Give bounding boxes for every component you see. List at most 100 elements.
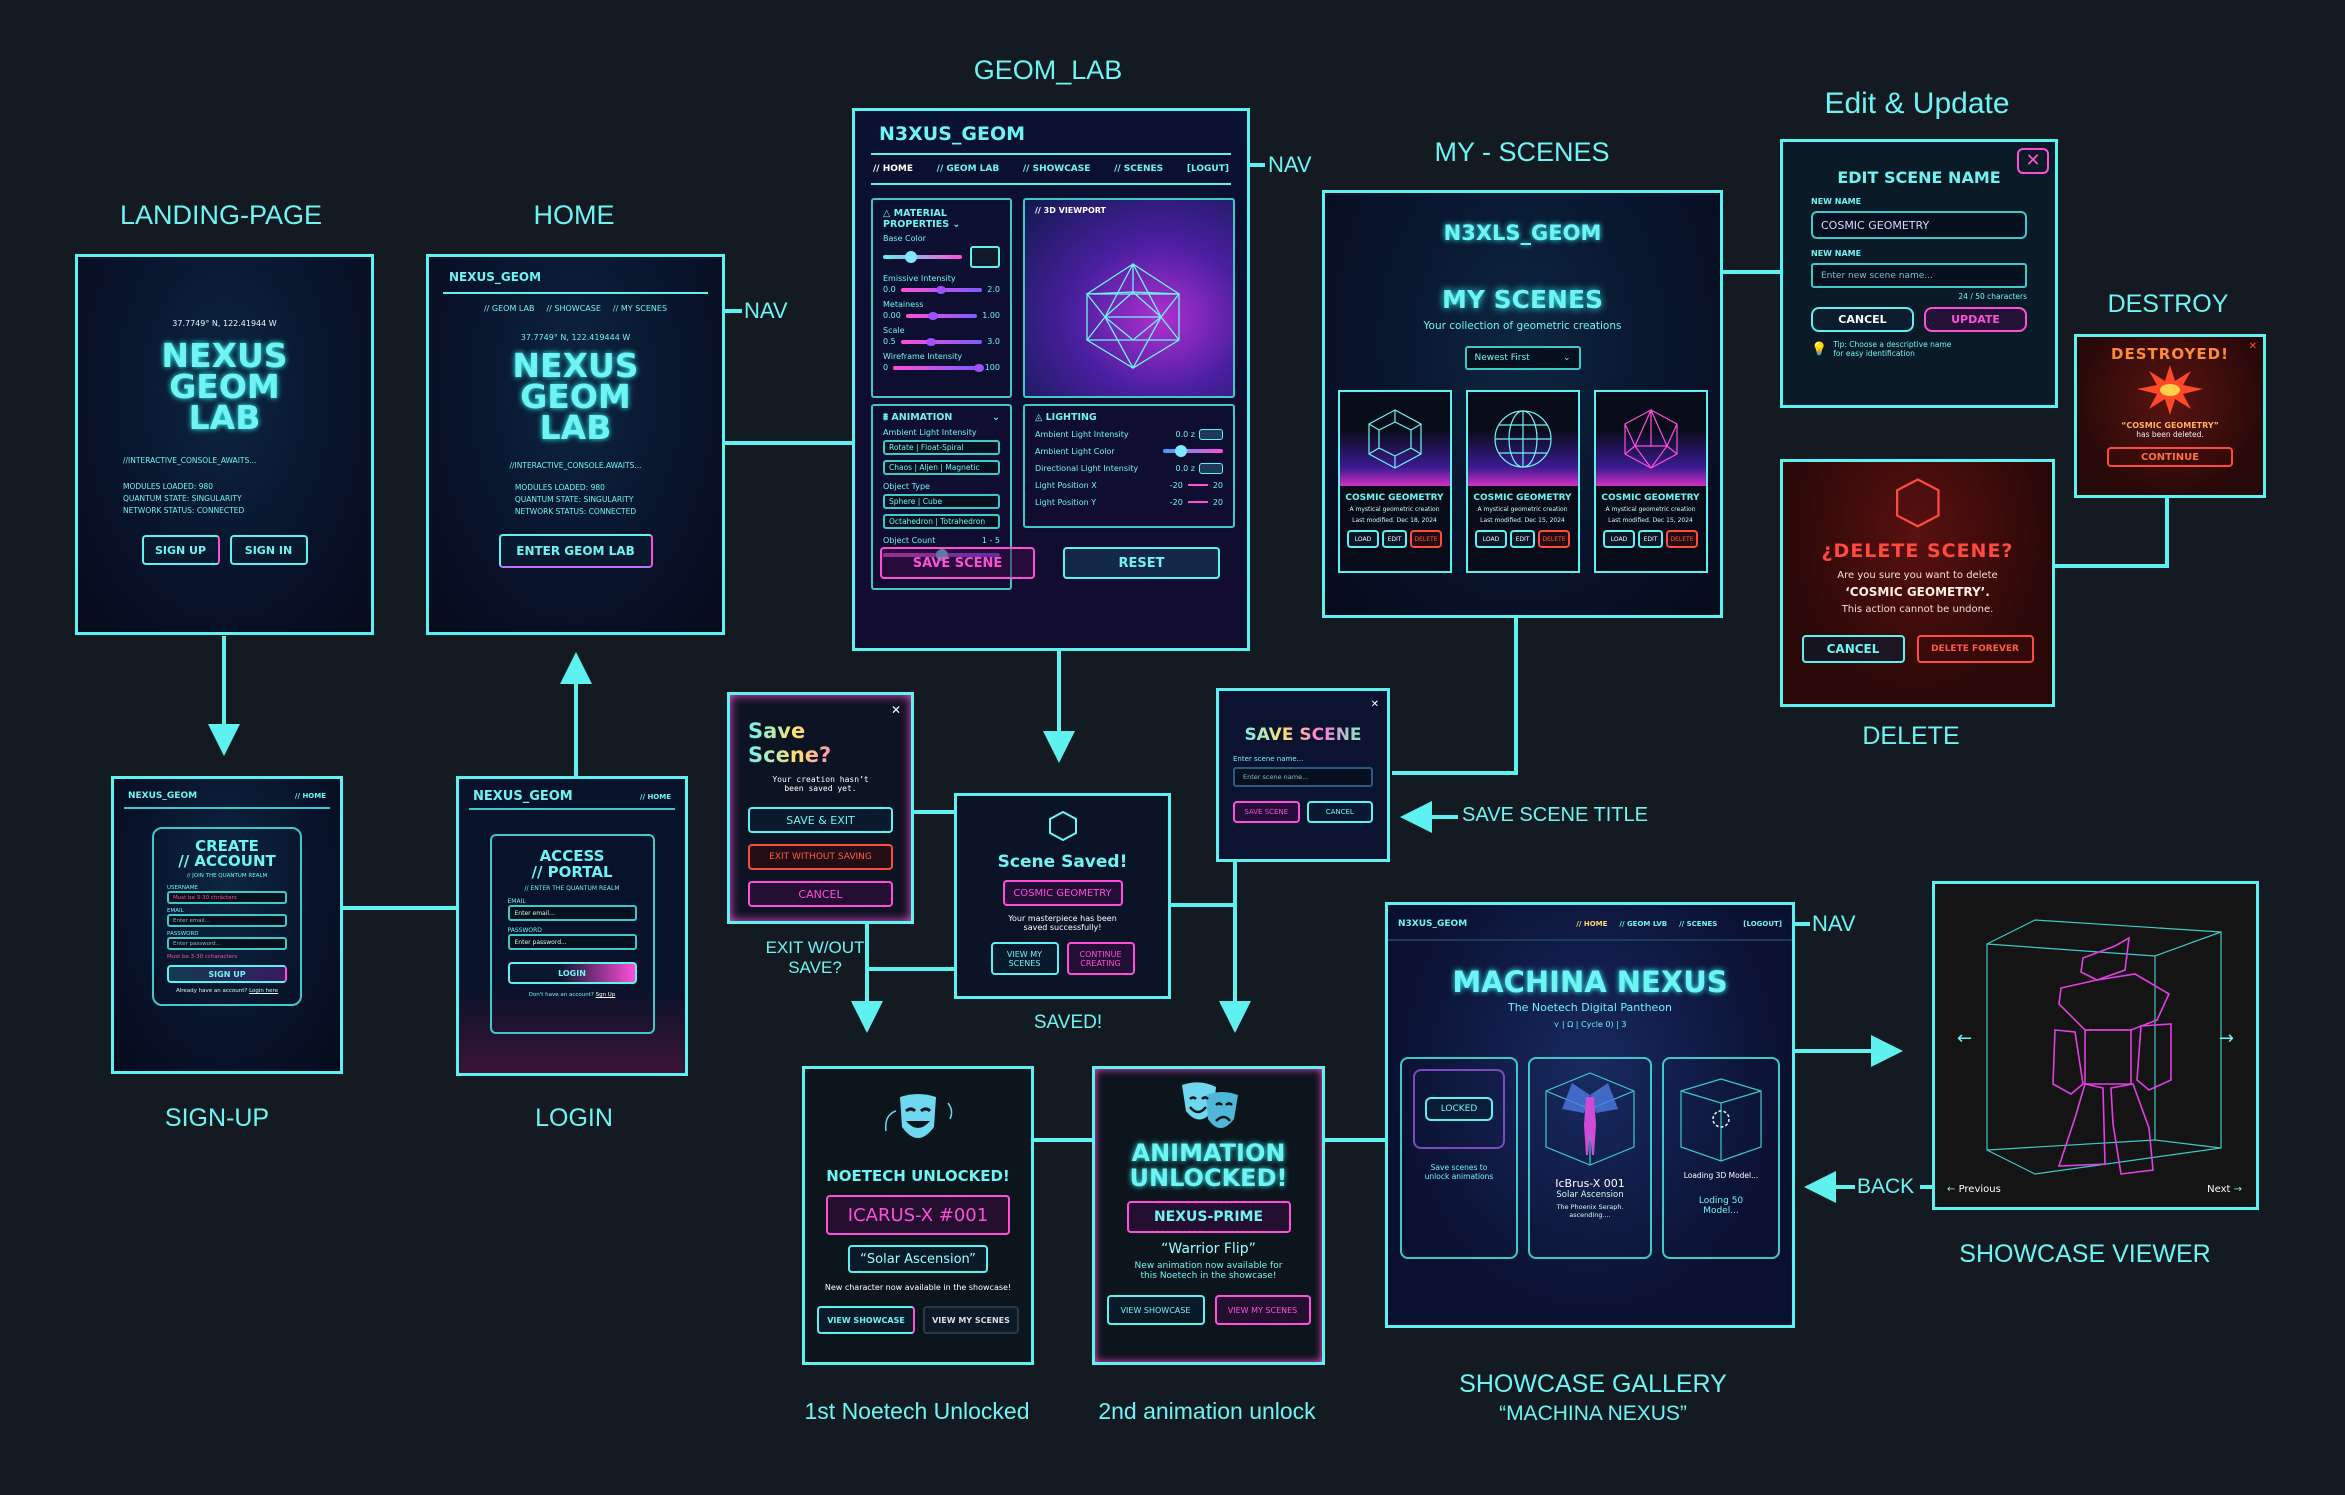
login-button[interactable]: LOGIN bbox=[507, 962, 637, 984]
base-color-slider[interactable] bbox=[883, 251, 962, 263]
sign-up-link[interactable]: Sgn Up bbox=[595, 992, 616, 998]
tip-text: Tip: Choose a descriptive name bbox=[1833, 340, 1952, 349]
object-type-options[interactable]: Octahedron | Totrahedron bbox=[883, 514, 1000, 529]
animation-options[interactable]: Chaos | Aljen | Magnetic bbox=[883, 460, 1000, 475]
nav-home[interactable]: // HOME bbox=[294, 792, 326, 800]
delete-button[interactable]: DELETE bbox=[1666, 530, 1698, 548]
animation-select[interactable]: Rotate | Float-Spiral bbox=[883, 440, 1000, 455]
slider-thumb[interactable] bbox=[935, 285, 946, 294]
save-scene-button[interactable]: SAVE SCENE bbox=[1233, 801, 1300, 823]
scene-name-input[interactable]: Enter scene name... bbox=[1233, 767, 1373, 787]
nav-showcase[interactable]: // SHOWCASE bbox=[546, 304, 601, 313]
password-input[interactable]: Enter password... bbox=[167, 937, 287, 950]
delete-button[interactable]: DELETE bbox=[1538, 530, 1570, 548]
value-input[interactable] bbox=[1199, 462, 1223, 474]
nav-logout[interactable]: [LOGUT] bbox=[1186, 164, 1229, 174]
view-my-scenes-button[interactable]: VIEW MY SCENES bbox=[1214, 1295, 1311, 1325]
delete-scene-dialog: ¿DELETE SCENE? Are you sure you want to … bbox=[1780, 459, 2055, 707]
close-icon[interactable]: ✕ bbox=[890, 703, 901, 717]
username-input[interactable]: Must be 3-30 chrácters bbox=[167, 891, 287, 904]
enter-geom-lab-button[interactable]: ENTER GEOM LAB bbox=[498, 534, 653, 568]
load-button[interactable]: LOAD bbox=[1475, 530, 1507, 548]
nav-scenes[interactable]: // SCENES bbox=[1114, 164, 1164, 174]
property-slider[interactable] bbox=[900, 337, 983, 346]
load-button[interactable]: LOAD bbox=[1347, 530, 1379, 548]
close-icon[interactable]: ✕ bbox=[2248, 341, 2257, 352]
email-input[interactable]: Enter email... bbox=[507, 905, 637, 921]
arrow-left-icon[interactable]: ← bbox=[1957, 1028, 1973, 1049]
arrow-right-icon[interactable]: → bbox=[2218, 1028, 2234, 1049]
cancel-button[interactable]: CANCEL bbox=[1801, 635, 1905, 663]
nav-home[interactable]: // HOME bbox=[873, 164, 913, 174]
login-link[interactable]: Login here bbox=[249, 988, 279, 994]
slider-thumb[interactable] bbox=[925, 337, 936, 346]
nav-home[interactable]: // HOME bbox=[639, 792, 671, 801]
slider-thumb[interactable] bbox=[973, 363, 984, 372]
nav-geom-lab[interactable]: // GEOM LVB bbox=[1619, 920, 1668, 928]
scene-card[interactable]: COSMIC GEOMETRY A mystical geometric cre… bbox=[1337, 390, 1452, 573]
cancel-button[interactable]: CANCEL bbox=[1306, 801, 1373, 823]
property-slider[interactable] bbox=[893, 363, 984, 372]
slider-thumb[interactable] bbox=[928, 311, 939, 320]
save-and-exit-button[interactable]: SAVE & EXIT bbox=[748, 807, 893, 833]
nav-logout[interactable]: [LOGOUT] bbox=[1743, 920, 1782, 928]
reset-button[interactable]: RESET bbox=[1063, 547, 1220, 579]
icosahedron-icon bbox=[1085, 262, 1181, 370]
close-icon[interactable]: ✕ bbox=[2017, 148, 2049, 174]
view-my-scenes-button[interactable]: VIEW MY SCENES bbox=[990, 942, 1059, 975]
object-type-select[interactable]: Sphere | Cube bbox=[883, 494, 1000, 509]
slider-thumb[interactable] bbox=[904, 251, 917, 263]
sign-up-button[interactable]: SIGN UP bbox=[141, 535, 220, 565]
robot-model-viewer[interactable] bbox=[1935, 884, 2259, 1210]
scene-card[interactable]: COSMIC GEOMETRY A mystical geometric cre… bbox=[1593, 390, 1708, 573]
nav-geom-lab[interactable]: // GEOM LAB bbox=[483, 304, 535, 313]
previous-button[interactable]: ← Previous bbox=[1947, 1184, 2001, 1195]
color-swatch[interactable] bbox=[970, 246, 1000, 268]
sort-select[interactable]: Newest First⌄ bbox=[1464, 346, 1581, 370]
edit-button[interactable]: EDIT bbox=[1638, 530, 1663, 548]
view-my-scenes-button[interactable]: VIEW MY SCENES bbox=[923, 1306, 1019, 1334]
view-showcase-button[interactable]: VIEW SHOWCASE bbox=[1106, 1295, 1205, 1325]
animation-header[interactable]: ⩩ ANIMATION⌄ bbox=[883, 412, 1000, 423]
character-card[interactable]: IcBrus-X 001 Solar Ascension The Phoenix… bbox=[1528, 1057, 1652, 1259]
3d-viewport[interactable]: // 3D VIEWPORT bbox=[1023, 198, 1235, 398]
scene-name: ‘COSMIC GEOMETRY’. bbox=[1845, 585, 1990, 599]
cancel-button[interactable]: CANCEL bbox=[748, 881, 893, 907]
nav-my-scenes[interactable]: // MY SCENES bbox=[612, 304, 668, 313]
value-input[interactable] bbox=[1199, 428, 1223, 440]
nav-home[interactable]: // HOME bbox=[1576, 920, 1608, 928]
save-scene-button[interactable]: SAVE SCENE bbox=[880, 547, 1035, 579]
sign-in-button[interactable]: SIGN IN bbox=[229, 535, 308, 565]
email-input[interactable]: Enter email... bbox=[167, 914, 287, 927]
scene-name-input[interactable]: COSMIC GEOMETRY bbox=[1811, 211, 2027, 239]
password-input[interactable]: Enter password... bbox=[507, 934, 637, 950]
view-showcase-button[interactable]: VIEW SHOWCASE bbox=[817, 1306, 915, 1334]
nav-scenes[interactable]: // SCENES bbox=[1679, 920, 1718, 928]
continue-creating-button[interactable]: CONTINUE CREATING bbox=[1066, 942, 1135, 975]
range-slider[interactable] bbox=[1187, 501, 1208, 503]
slider-thumb[interactable] bbox=[1175, 445, 1187, 457]
color-slider[interactable] bbox=[1163, 445, 1223, 457]
property-slider[interactable] bbox=[900, 285, 983, 294]
next-button[interactable]: Next → bbox=[2207, 1184, 2242, 1195]
update-button[interactable]: UPDATE bbox=[1924, 307, 2027, 332]
sign-up-submit-button[interactable]: SIGN UP bbox=[167, 965, 287, 983]
edit-button[interactable]: EDIT bbox=[1382, 530, 1407, 548]
scene-card[interactable]: COSMIC GEOMETRY A mystical geometric cre… bbox=[1465, 390, 1580, 573]
load-button[interactable]: LOAD bbox=[1603, 530, 1635, 548]
edit-button[interactable]: EDIT bbox=[1510, 530, 1535, 548]
close-icon[interactable]: ✕ bbox=[1370, 699, 1379, 710]
continue-button[interactable]: CONTINUE bbox=[2107, 447, 2233, 467]
exit-without-saving-button[interactable]: EXIT WITHOUT SAVING bbox=[748, 844, 893, 870]
property-slider[interactable] bbox=[905, 311, 978, 320]
nav-showcase[interactable]: // SHOWCASE bbox=[1022, 164, 1091, 174]
new-name-input[interactable]: Enter new scene name... bbox=[1811, 263, 2027, 288]
cancel-button[interactable]: CANCEL bbox=[1811, 307, 1914, 332]
delete-forever-button[interactable]: DELETE FOREVER bbox=[1916, 635, 2034, 663]
range-slider[interactable] bbox=[1187, 484, 1208, 486]
delete-button[interactable]: DELETE bbox=[1410, 530, 1442, 548]
nav-geom-lab[interactable]: // GEOM LAB bbox=[936, 164, 1000, 174]
